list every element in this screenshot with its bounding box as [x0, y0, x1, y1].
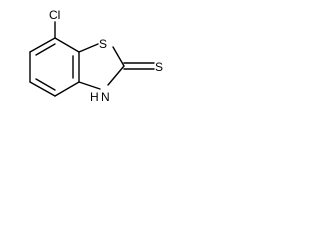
ring-nitrogen-atom-label: N — [101, 90, 110, 104]
bond-c4-c5 — [29, 81, 56, 97]
double-bond-inner-c4-c5 — [35, 78, 56, 91]
thione-sulfur-atom-label: S — [155, 60, 163, 74]
chemical-structure: Cl S S N H — [29, 8, 163, 104]
chlorine-atom-label: Cl — [49, 8, 60, 22]
bond-s1-c2 — [112, 46, 125, 67]
double-bond-inner-c6-c7 — [35, 43, 56, 56]
bond-c6-c7 — [29, 37, 56, 53]
bond-c7-c7a — [54, 37, 80, 53]
bond-c2-n3 — [107, 65, 125, 86]
bond-c7a-s1 — [78, 43, 99, 53]
bond-c3a-c4 — [54, 81, 80, 97]
ring-sulfur-atom-label: S — [99, 37, 107, 51]
bond-n3-c3a — [78, 81, 101, 90]
nitrogen-hydrogen-label: H — [90, 90, 99, 104]
